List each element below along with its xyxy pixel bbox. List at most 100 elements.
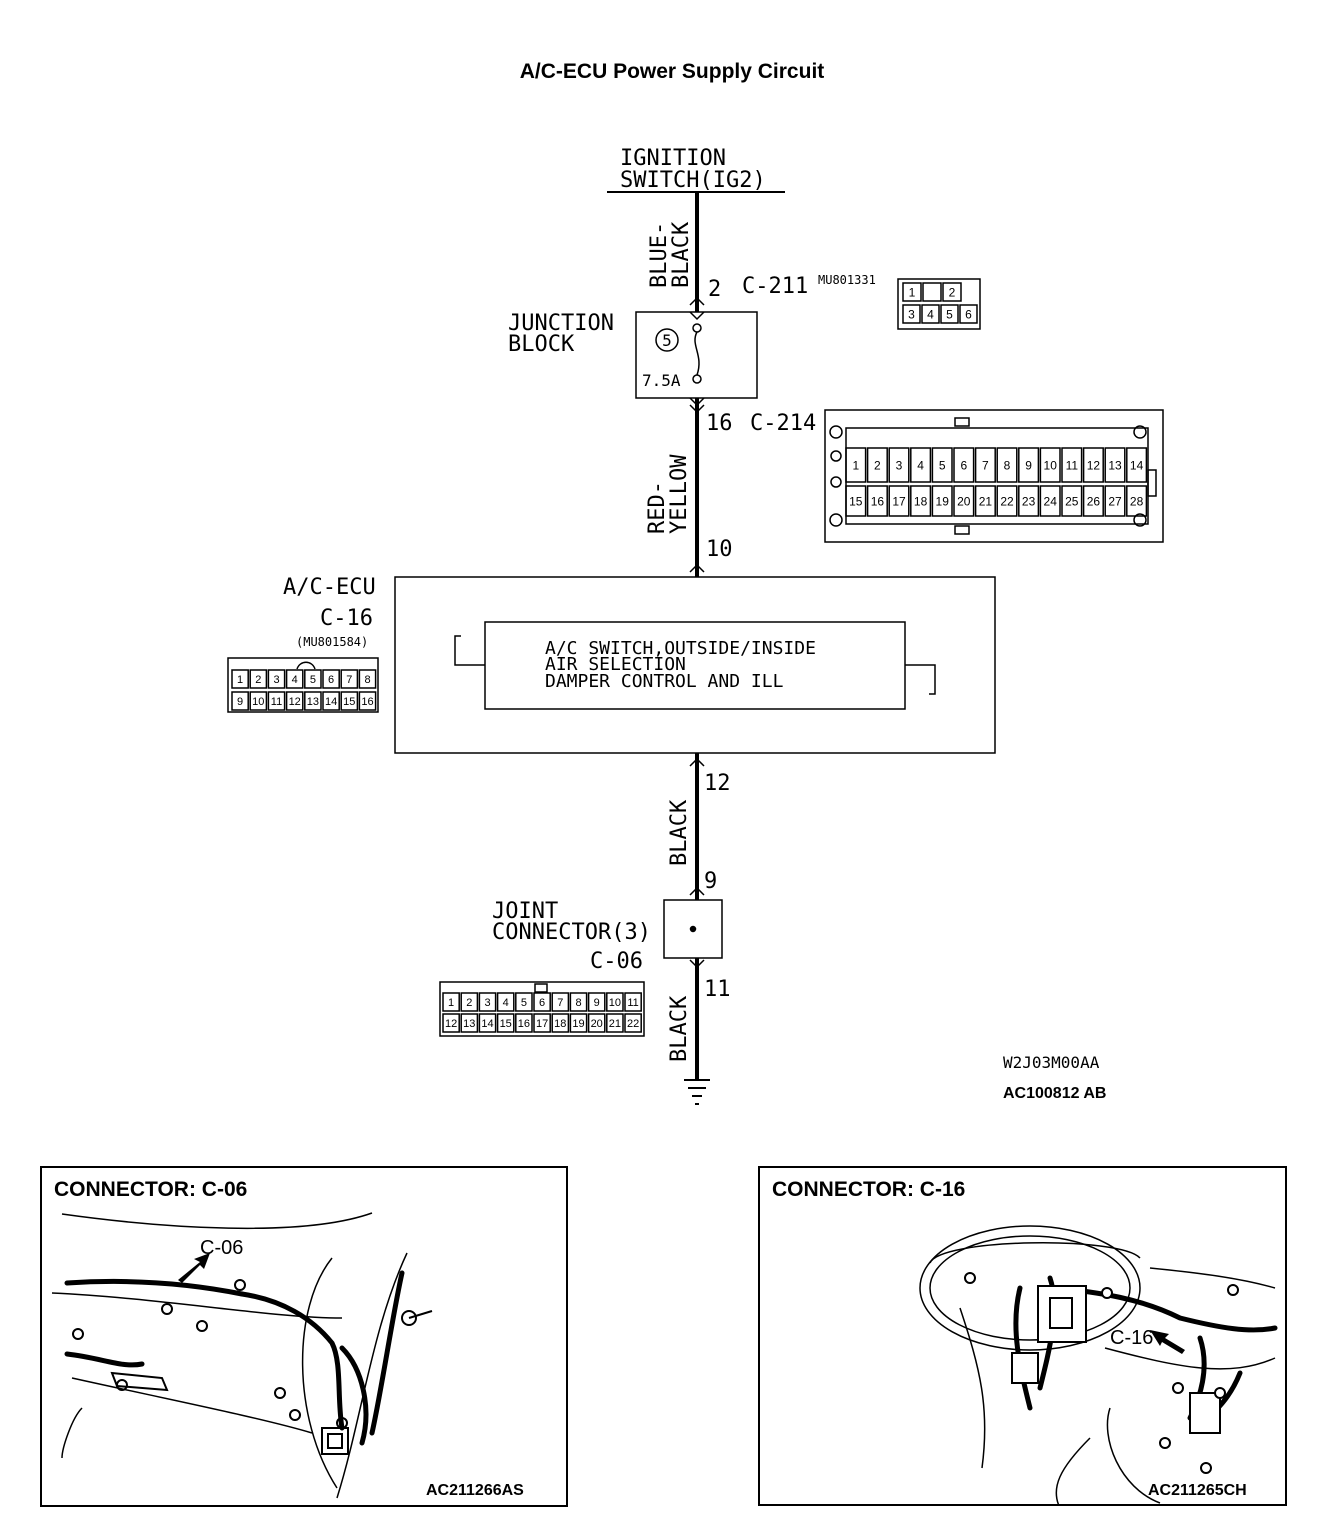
- c214-face-cell: [974, 447, 996, 483]
- c211-face-cell: [940, 304, 959, 324]
- c06-face-cell: [587, 1013, 606, 1033]
- c214-face-cell: [910, 485, 932, 517]
- c06-face-cell: [515, 1013, 533, 1033]
- pin-number-label: 6: [539, 997, 545, 1009]
- pin-number-label: 3: [908, 307, 915, 321]
- c06-face-cell: [478, 992, 497, 1012]
- wire-color-3: BLACK: [667, 799, 692, 866]
- pin-number-label: 1: [909, 285, 916, 299]
- pin-number-label: 12: [1087, 458, 1101, 472]
- pin-number-label: 11: [627, 997, 638, 1009]
- pin-number-label: 14: [481, 1018, 493, 1030]
- c06-face-cell: [551, 1013, 570, 1033]
- c06-face-cell: [442, 992, 460, 1012]
- pin-number-label: 25: [1065, 494, 1079, 508]
- pin-number-label: 23: [1022, 494, 1036, 508]
- pin-number-label: 12: [289, 696, 301, 708]
- ignition-switch-label-2: SWITCH(IG2): [620, 168, 766, 193]
- c16-panel-code: AC211265CH: [1148, 1482, 1247, 1499]
- c211-face-cell: [902, 282, 922, 302]
- pin-number-label: 4: [927, 307, 934, 321]
- pin-number-label: 1: [448, 997, 454, 1009]
- pin-number-label: 18: [914, 494, 928, 508]
- c214-face-cell: [974, 485, 996, 517]
- c06-face-cell: [606, 992, 624, 1012]
- c06-face-cell: [569, 992, 588, 1012]
- c16-face-cell: [285, 669, 304, 689]
- pin-number-label: 4: [292, 674, 298, 686]
- ecu-box: [394, 576, 996, 754]
- c16-face-cell: [249, 691, 268, 711]
- pin-number-label: 3: [896, 458, 903, 472]
- pin-number-label: 22: [627, 1018, 639, 1030]
- pin-number-label: 28: [1130, 494, 1144, 508]
- c214-face-cell: [996, 485, 1018, 517]
- pin-number-label: 2: [466, 997, 472, 1009]
- c06-face-cell: [533, 992, 551, 1012]
- pin-10: 10: [706, 537, 733, 562]
- pin-12: 12: [704, 771, 731, 796]
- c16-location-illustration: C-16: [919, 1225, 1278, 1504]
- c214-face-cell: [1104, 485, 1126, 517]
- pin-number-label: 7: [982, 458, 989, 472]
- c211-face-cell: [942, 282, 962, 302]
- c214-face-cell: [888, 485, 910, 517]
- pin-number-label: 13: [1108, 458, 1122, 472]
- wire-color-1a: BLUE-: [647, 222, 672, 288]
- c214-face-cell: [845, 447, 867, 483]
- c16-face-cell: [340, 691, 359, 711]
- pin-number-label: 11: [271, 696, 282, 708]
- pin-number-label: 19: [936, 494, 950, 508]
- c16-id: C-16: [320, 606, 373, 631]
- fuse-number-circle: [655, 328, 679, 352]
- c06-face-cell: [533, 1013, 551, 1033]
- junction-block-label-2: BLOCK: [508, 332, 575, 357]
- pin-number-label: 10: [252, 696, 264, 708]
- pin-number-label: 2: [949, 285, 956, 299]
- c16-face-cell: [358, 691, 377, 711]
- pin-number-label: 1: [237, 674, 243, 686]
- c214-face-cell: [1126, 485, 1148, 517]
- pin-number-label: 6: [328, 674, 334, 686]
- c214-face-cell: [953, 485, 975, 517]
- c16-face-cell: [267, 691, 286, 711]
- c06-face-cell: [442, 1013, 460, 1033]
- pin-number-label: 9: [594, 997, 600, 1009]
- pin-number-label: 5: [939, 458, 946, 472]
- c06-face-cell: [551, 992, 570, 1012]
- c214-face-cell: [910, 447, 932, 483]
- c16-face-cell: [267, 669, 286, 689]
- c214-face-cell: [1061, 485, 1083, 517]
- pin-number-label: 24: [1044, 494, 1058, 508]
- pin-number-label: 5: [521, 997, 527, 1009]
- pin-number-label: 15: [343, 696, 355, 708]
- pin-number-label: 10: [609, 997, 621, 1009]
- c214-face-cell: [1061, 447, 1083, 483]
- pin-number-label: 1: [852, 458, 859, 472]
- pin-number-label: 9: [237, 696, 243, 708]
- fuse-rating: 7.5A: [642, 371, 681, 390]
- pin-number-label: 8: [364, 674, 370, 686]
- c214-face-cell: [931, 447, 953, 483]
- figure-code: AC100812 AB: [1003, 1085, 1106, 1102]
- c06-id: C-06: [590, 949, 643, 974]
- joint-connector-label-1: JOINT: [492, 899, 558, 924]
- c16-panel-title: CONNECTOR: C-16: [772, 1178, 966, 1201]
- c06-face-cell: [496, 1013, 515, 1033]
- c06-panel-code: AC211266AS: [426, 1482, 524, 1499]
- pin-number-label: 4: [503, 997, 509, 1009]
- c214-face-cell: [866, 447, 888, 483]
- pin-number-label: 14: [325, 696, 337, 708]
- pin-number-label: 3: [273, 674, 279, 686]
- pin-number-label: 10: [1044, 458, 1058, 472]
- c214-face-cell: [953, 447, 975, 483]
- c06-face-cell: [478, 1013, 497, 1033]
- pin-number-label: 22: [1000, 494, 1014, 508]
- c06-face-cell: [569, 1013, 588, 1033]
- pin-number-label: 2: [255, 674, 261, 686]
